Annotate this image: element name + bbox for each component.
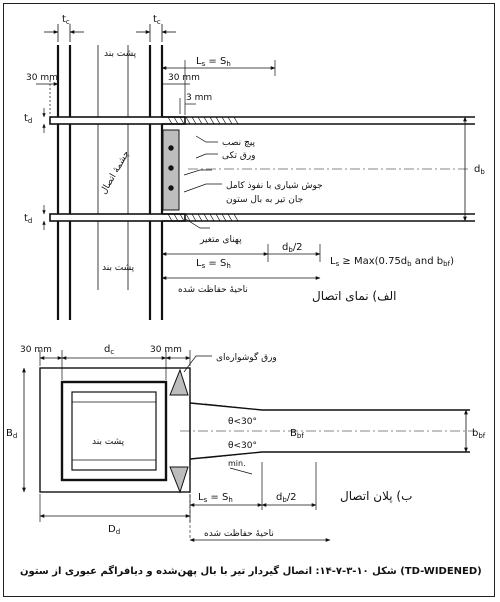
tc-right-label: tc xyxy=(153,14,161,26)
leader-weld-1-label: جوش شیاری با نفوذ کامل xyxy=(226,181,323,191)
elevation-title: الف) نمای اتصال xyxy=(312,289,397,303)
ls-formula-label: Ls ≥ Max(0.75db and bbf) xyxy=(330,256,454,268)
db-label: db xyxy=(474,164,485,176)
ls-top-label: Ls = Sh xyxy=(196,56,231,68)
theta-bottom-label: θ<30° xyxy=(228,441,257,451)
leader-weld-2-label: جان تیر به بال ستون xyxy=(226,195,303,205)
td-bottom-label: td xyxy=(24,213,32,225)
plan-mm30-right-label: 30 mm xyxy=(150,345,182,355)
dc-label: dc xyxy=(104,344,114,356)
plan-labels: 30 mm dc 30 mm ورق گوشواره‌ای Bd θ<30° θ… xyxy=(6,344,486,539)
backing-bottom-label: پشت بند xyxy=(102,263,135,273)
plan-protected-zone-label: ناحیهٔ حفاظت شده xyxy=(204,529,274,539)
backing-top-label: پشت بند xyxy=(104,49,137,59)
min-label: min. xyxy=(228,459,246,468)
dd-label: Dd xyxy=(108,524,120,536)
db-half-label: db/2 xyxy=(282,242,303,254)
mm3-label: 3 mm xyxy=(186,93,212,103)
protected-zone-top-label: ناحیهٔ حفاظت شده xyxy=(178,285,248,295)
figure-frame xyxy=(3,3,495,597)
bbf-right-label: bbf xyxy=(472,428,486,440)
elevation-view xyxy=(36,24,475,320)
tc-left-label: tc xyxy=(62,14,70,26)
theta-top-label: θ<30° xyxy=(228,417,257,427)
bd-label: Bd xyxy=(6,428,17,440)
panel-zone-label: چشمهٔ اتصال xyxy=(99,149,132,196)
plan-backing-label: پشت بند xyxy=(92,437,125,447)
elevation-labels: tc tc پشت بند 30 mm 30 mm Ls = Sh 3 mm t… xyxy=(24,14,485,303)
mm30-right-label: 30 mm xyxy=(168,73,200,83)
gusset-plate-label: ورق گوشواره‌ای xyxy=(216,351,277,363)
variable-width-label: پهنای متغیر xyxy=(199,235,242,245)
plan-db-half-label: db/2 xyxy=(276,492,297,504)
leader-bolt-label: پیچ نصب xyxy=(222,138,256,148)
leader-shear-plate-label: ورق تکی xyxy=(222,151,256,161)
plan-title: ب) پلان اتصال xyxy=(340,489,412,503)
plan-ls-label: Ls = Sh xyxy=(198,492,233,504)
mm30-left-label: 30 mm xyxy=(26,73,58,83)
ls-bottom-label: Ls = Sh xyxy=(196,258,231,270)
td-top-label: td xyxy=(24,113,32,125)
plan-mm30-left-label: 30 mm xyxy=(20,345,52,355)
plan-view xyxy=(22,350,475,542)
figure-caption: شکل ۱۰-۳-۷-۱۴: اتصال گیردار تیر با بال پ… xyxy=(20,564,482,577)
bbf-label: Bbf xyxy=(290,428,304,440)
